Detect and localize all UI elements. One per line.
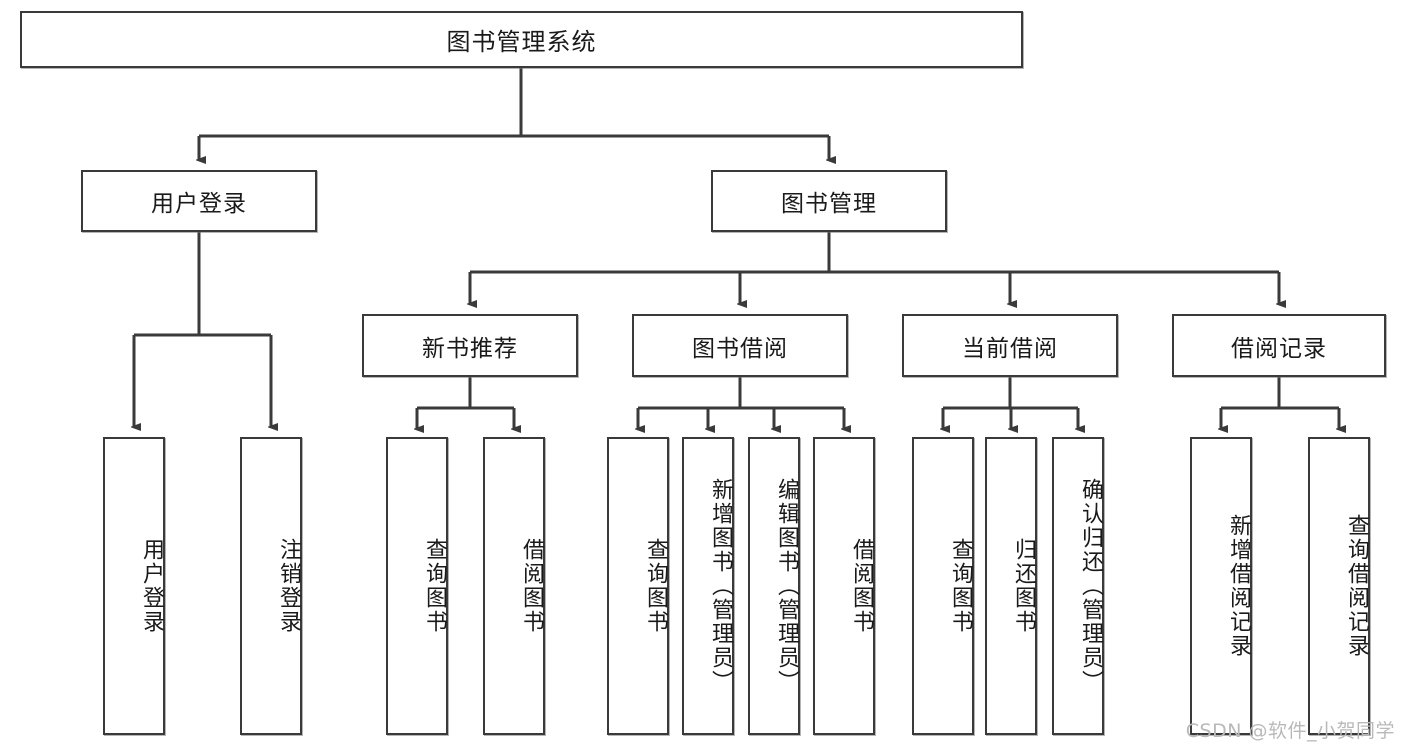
node-new-book-recommend[interactable]: 新书推荐: [362, 314, 578, 377]
leaf-return-book-label: 归还图书: [1011, 538, 1036, 634]
node-book-management[interactable]: 图书管理: [711, 170, 947, 232]
leaf-query-book-current-label: 查询图书: [948, 538, 973, 634]
node-current-borrow[interactable]: 当前借阅: [902, 314, 1118, 377]
node-user-login[interactable]: 用户登录: [81, 170, 317, 232]
leaf-query-book-newbook[interactable]: 查询图书: [386, 437, 448, 735]
node-root[interactable]: 图书管理系统: [20, 11, 1023, 68]
leaf-add-borrow-record-label: 新增借阅记录: [1226, 514, 1251, 658]
node-book-borrow-label: 图书借阅: [692, 335, 788, 362]
leaf-borrow-book[interactable]: 借阅图书: [813, 437, 875, 735]
node-current-borrow-label: 当前借阅: [962, 335, 1058, 362]
leaf-confirm-return-admin-label: 确认归还（管理员）: [1078, 478, 1103, 694]
leaf-borrow-book-newbook-label: 借阅图书: [519, 538, 544, 634]
node-root-label: 图书管理系统: [446, 28, 597, 56]
leaf-edit-book-admin-label: 编辑图书（管理员）: [774, 478, 799, 694]
leaf-query-borrow-record-label: 查询借阅记录: [1344, 514, 1369, 658]
leaf-add-book-admin[interactable]: 新增图书（管理员）: [682, 437, 734, 735]
leaf-borrow-book-label: 借阅图书: [849, 538, 874, 634]
watermark: CSDN @软件_小贺同学: [1185, 720, 1395, 742]
leaf-logout[interactable]: 注销登录: [240, 437, 302, 735]
node-book-management-label: 图书管理: [781, 191, 877, 217]
leaf-query-book-newbook-label: 查询图书: [422, 538, 447, 634]
leaf-query-book-borrow-label: 查询图书: [643, 538, 668, 634]
leaf-return-book[interactable]: 归还图书: [985, 437, 1037, 735]
leaf-query-borrow-record[interactable]: 查询借阅记录: [1308, 437, 1370, 735]
node-new-book-recommend-label: 新书推荐: [422, 335, 518, 362]
leaf-confirm-return-admin[interactable]: 确认归还（管理员）: [1052, 437, 1104, 735]
leaf-borrow-book-newbook[interactable]: 借阅图书: [483, 437, 545, 735]
leaf-user-login-label: 用户登录: [139, 538, 164, 634]
node-borrow-record-label: 借阅记录: [1231, 335, 1327, 362]
leaf-edit-book-admin[interactable]: 编辑图书（管理员）: [748, 437, 800, 735]
leaf-add-borrow-record[interactable]: 新增借阅记录: [1190, 437, 1252, 735]
node-book-borrow[interactable]: 图书借阅: [632, 314, 848, 377]
leaf-query-book-current[interactable]: 查询图书: [912, 437, 974, 735]
node-borrow-record[interactable]: 借阅记录: [1172, 314, 1386, 377]
leaf-logout-label: 注销登录: [276, 538, 301, 634]
leaf-add-book-admin-label: 新增图书（管理员）: [708, 478, 733, 694]
leaf-query-book-borrow[interactable]: 查询图书: [607, 437, 669, 735]
node-user-login-label: 用户登录: [151, 191, 247, 217]
leaf-user-login[interactable]: 用户登录: [103, 437, 165, 735]
